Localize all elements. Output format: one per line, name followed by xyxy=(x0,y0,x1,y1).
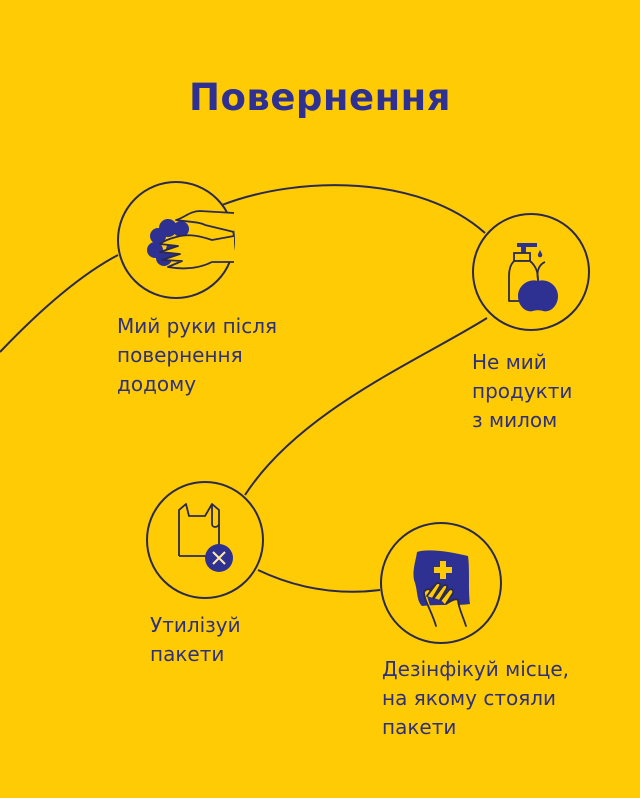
plastic-bag-cross-icon xyxy=(146,481,264,599)
step-caption-wash-hands: Мий руки після повернення додому xyxy=(117,312,277,399)
disinfect-cloth-icon xyxy=(380,522,502,644)
step-caption-no-soap-food: Не мий продукти з милом xyxy=(472,348,572,435)
step-caption-dispose-bags: Утилізуй пакети xyxy=(150,611,241,669)
caption-line: з милом xyxy=(472,408,558,432)
caption-line: продукти xyxy=(472,379,573,403)
connector-path xyxy=(0,184,488,593)
caption-line: Дезінфікуй місце, xyxy=(382,657,570,681)
caption-line: Мий руки після xyxy=(117,314,278,338)
caption-line: Не мий xyxy=(472,350,547,374)
soap-and-apple-icon xyxy=(472,213,590,331)
washing-hands-icon xyxy=(117,181,235,299)
caption-line: додому xyxy=(117,372,197,396)
step-caption-disinfect-place: Дезінфікуй місце, на якому стояли пакети xyxy=(382,655,569,742)
caption-line: Утилізуй xyxy=(150,613,241,637)
caption-line: пакети xyxy=(382,715,457,739)
caption-line: повернення xyxy=(117,343,243,367)
caption-line: на якому стояли xyxy=(382,686,557,710)
page-title: Повернення xyxy=(189,76,451,119)
caption-line: пакети xyxy=(150,642,225,666)
